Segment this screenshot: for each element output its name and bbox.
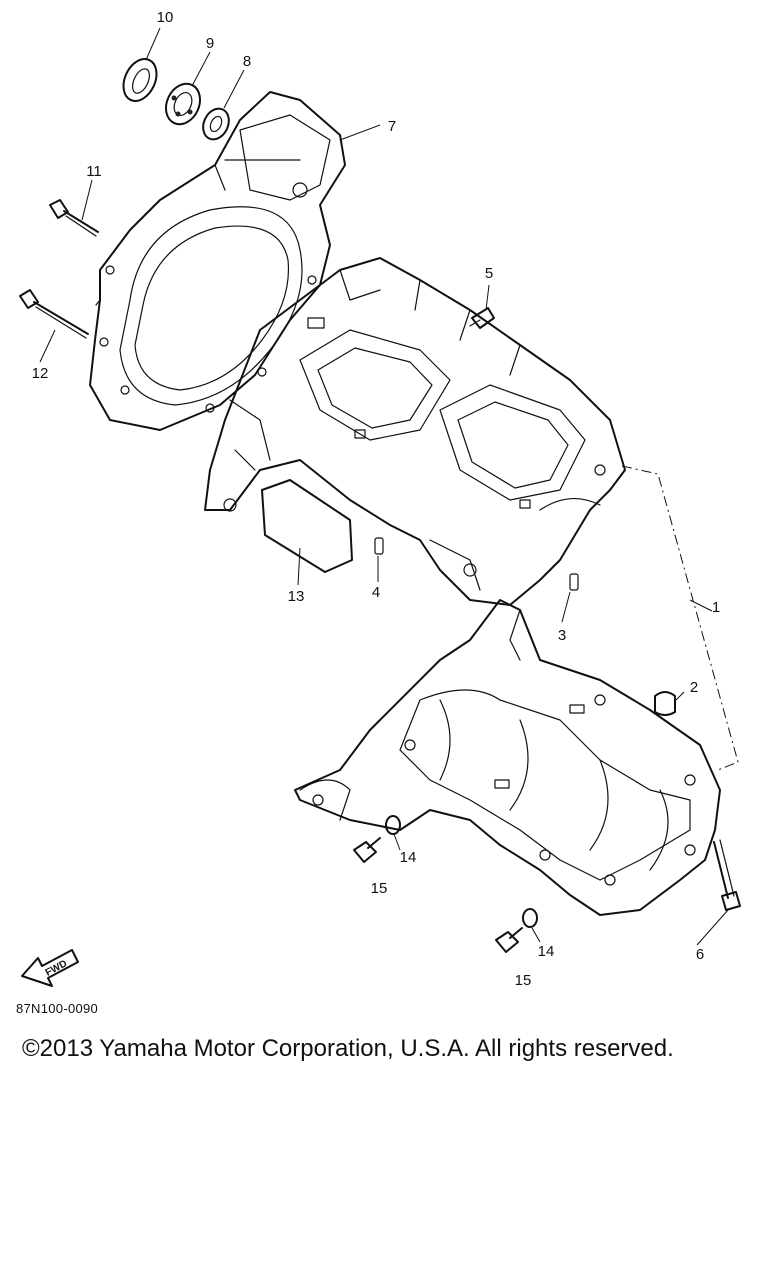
callout-6: 6: [696, 946, 704, 963]
callout-3: 3: [558, 627, 566, 644]
callout-4: 4: [372, 584, 380, 601]
callout-14a: 14: [400, 849, 417, 866]
lower-crankcase: [294, 599, 721, 916]
bearing-part-9: [164, 82, 202, 126]
bearing-part-8: [202, 107, 230, 141]
callout-10: 10: [157, 9, 174, 26]
bolt-part-5: [469, 307, 495, 329]
callout-8: 8: [243, 53, 251, 70]
callout-13: 13: [288, 588, 305, 605]
dowel-pin-part-4: [374, 537, 384, 555]
callout-1: 1: [712, 599, 720, 616]
callout-12: 12: [32, 365, 49, 382]
cap-part-2: [654, 691, 676, 716]
oil-seal-part-10: [122, 58, 158, 102]
bolt-part-6: [713, 839, 741, 911]
flange-bolt-part-15-a: [353, 837, 381, 863]
dowel-pin-part-3: [569, 573, 579, 591]
figure-code: 87N100-0090: [16, 1001, 99, 1016]
callout-7: 7: [388, 118, 396, 135]
leader-lines: [39, 27, 729, 946]
exploded-parts-diagram: FWD 10 9 8 7 11 12 5 13 4 3 1 2 6 14 15 …: [19, 9, 741, 989]
washer-part-14-a: [385, 815, 401, 835]
callout-15b: 15: [515, 972, 532, 989]
callout-9: 9: [206, 35, 214, 52]
assembly-dashed-line: [621, 465, 739, 771]
bolt-part-11: [49, 199, 99, 237]
flange-bolt-part-15-b: [495, 927, 523, 953]
callout-11: 11: [86, 163, 102, 180]
fwd-label: FWD: [44, 958, 69, 978]
callout-5: 5: [485, 265, 493, 282]
upper-crankcase: [204, 257, 626, 606]
callout-2: 2: [690, 679, 698, 696]
washer-part-14-b: [522, 908, 538, 928]
fwd-arrow-icon: FWD: [21, 949, 79, 987]
pad-part-13: [261, 479, 353, 573]
bolt-part-12: [19, 289, 89, 339]
magneto-cover-part-7: [89, 91, 346, 431]
callout-14b: 14: [538, 943, 555, 960]
copyright-notice: ©2013 Yamaha Motor Corporation, U.S.A. A…: [22, 1035, 674, 1062]
callout-15a: 15: [371, 880, 388, 897]
